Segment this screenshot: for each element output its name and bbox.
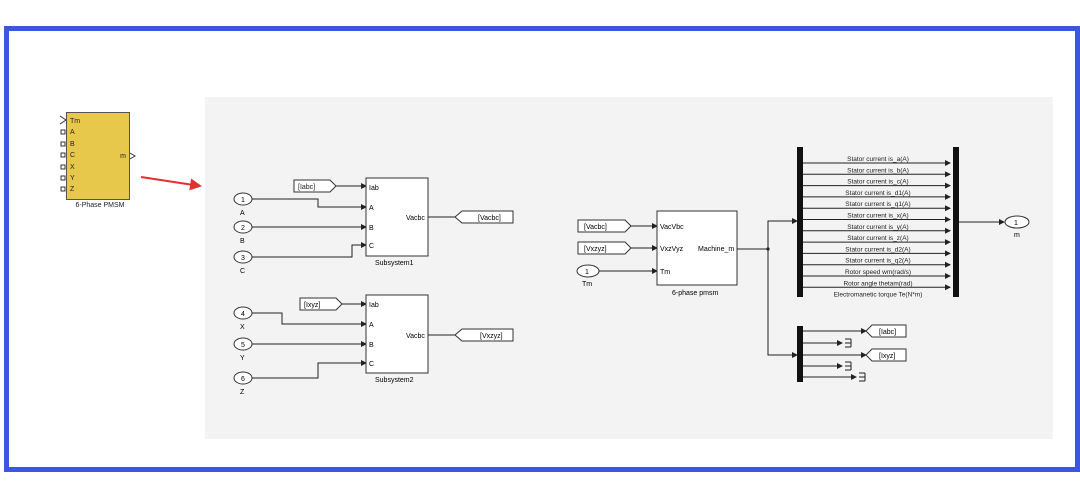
bus-signal-label: Stator current is_d2(A)	[845, 246, 910, 253]
outport-m-label: m	[1014, 232, 1020, 239]
ss1-port-a: A	[369, 205, 374, 212]
from-vacbc-label: [Vacbc]	[584, 224, 607, 231]
goto-vacbc-out-label: [Vacbc]	[478, 215, 501, 222]
bus-signal-label: Stator current is_d1(A)	[845, 190, 910, 197]
inport-6-num: 6	[241, 376, 245, 383]
pmsm-port-markers	[59, 115, 136, 192]
ss2-port-b: B	[369, 342, 374, 349]
goto-iabc-lower-label: [Iabc]	[879, 329, 896, 336]
ss1-port-c: C	[369, 243, 374, 250]
goto-ixyz-lower-label: [Ixyz]	[879, 353, 895, 360]
bus-signal-label: Stator current is_a(A)	[847, 156, 909, 163]
inport-1-label: A	[240, 210, 245, 217]
simulink-canvas	[205, 97, 1053, 439]
inport-5-num: 5	[241, 342, 245, 349]
pmsm-block[interactable]: Tm A B C X Y Z m	[66, 112, 130, 200]
pmsm6-block	[656, 210, 738, 286]
goto-vxzyz-out-label: [Vxzyz]	[480, 333, 503, 340]
terminator-icon	[845, 338, 852, 348]
bus-signal-label: Stator current is_q2(A)	[845, 258, 910, 265]
pmsm-port-b: B	[70, 141, 75, 148]
inport-3-label: C	[240, 268, 245, 275]
inport-4-label: X	[240, 324, 245, 331]
bus-selector-bar	[797, 147, 803, 297]
pmsm6-port-vac: VacVbc	[660, 224, 684, 231]
inport-4-num: 4	[241, 311, 245, 318]
inport-3-num: 3	[241, 255, 245, 262]
ss1-port-b: B	[369, 225, 374, 232]
inport-tm-label: Tm	[582, 281, 592, 288]
pmsm-port-c: C	[70, 152, 76, 159]
pmsm6-port-machine: Machine_m	[698, 246, 734, 253]
red-pointer-arrow	[140, 176, 202, 191]
bus-signal-label: Electromanetic torque Te(N*m)	[834, 292, 923, 299]
inport-2-label: B	[240, 238, 245, 245]
ss1-port-vacbc: Vacbc	[406, 215, 425, 222]
bus-signal-label: Stator current is_y(A)	[847, 224, 908, 231]
bus-signal-label: Rotor speed wm(rad/s)	[845, 269, 911, 276]
ss2-port-c: C	[369, 361, 374, 368]
inport-2-num: 2	[241, 225, 245, 232]
outport-m-num: 1	[1014, 220, 1018, 227]
ss2-port-vacbc: Vacbc	[406, 333, 425, 340]
pmsm-port-y: Y	[70, 175, 75, 182]
subsystem1-caption: Subsystem1	[375, 260, 414, 267]
bus-signal-label: Stator current is_z(A)	[847, 235, 908, 242]
lower-bus-bar	[797, 326, 803, 382]
goto-ixyz-in-label: [Ixyz]	[304, 302, 320, 309]
pmsm-port-a: A	[70, 129, 75, 136]
goto-iabc-in	[293, 179, 337, 193]
bus-signal-label: Stator current is_c(A)	[847, 179, 908, 186]
bus-signal-label: Rotor angle thetam(rad)	[843, 280, 912, 287]
subsystem1-group[interactable]: [Iabc] 1 A 2 B 3 C Iab A B C Vacbc Subsy…	[233, 177, 514, 275]
from-vxzyz	[577, 241, 632, 255]
goto-iabc-lower	[865, 324, 907, 338]
bus-signal-label: Stator current is_b(A)	[847, 167, 909, 174]
outport-m	[1004, 215, 1030, 229]
pmsm6-caption: 6-phase pmsm	[672, 290, 718, 297]
ss1-port-iab: Iab	[369, 185, 379, 192]
inport-6-label: Z	[240, 389, 245, 396]
pmsm6-port-vxz: VxzVyz	[660, 246, 684, 253]
pmsm-caption: 6-Phase PMSM	[75, 202, 125, 209]
lower-bus-group[interactable]: [Iabc] [Ixyz]	[797, 324, 907, 382]
bus-signal-label: Stator current is_x(A)	[847, 213, 908, 220]
pmsm-port-z: Z	[70, 186, 75, 193]
goto-ixyz-lower	[865, 348, 907, 362]
subsystem1-block	[365, 177, 429, 257]
inport-1-num: 1	[241, 197, 245, 204]
subsystem2-block	[365, 294, 429, 374]
subsystem2-caption: Subsystem2	[375, 377, 414, 384]
goto-ixyz-in	[299, 297, 343, 311]
goto-iabc-in-label: [Iabc]	[298, 184, 315, 191]
bus-creator-bar	[953, 147, 959, 297]
pmsm6-group[interactable]: [Vacbc] [Vxzyz] 1 Tm VacVbc VxzVyz Tm Ma…	[576, 210, 798, 358]
bus-signal-label: Stator current is_q1(A)	[845, 201, 910, 208]
ss2-port-a: A	[369, 322, 374, 329]
from-vacbc	[577, 219, 632, 233]
bus-group[interactable]: Stator current is_a(A) Stator current is_…	[797, 147, 1030, 299]
pmsm6-port-tm: Tm	[660, 269, 670, 276]
ss2-port-iab: Iab	[369, 302, 379, 309]
terminator-icon	[845, 361, 852, 371]
subsystem2-group[interactable]: [Ixyz] 4 X 5 Y 6 Z Iab A B C Vacbc Subsy…	[233, 294, 514, 396]
from-vxzyz-label: [Vxzyz]	[584, 246, 607, 253]
pmsm-port-x: X	[70, 164, 75, 171]
inport-tm-num: 1	[585, 269, 589, 276]
terminator-icon	[859, 372, 866, 382]
pmsm-port-m: m	[120, 153, 126, 160]
pmsm-port-tm: Tm	[70, 118, 81, 125]
goto-vxzyz-out	[454, 328, 514, 342]
goto-vacbc-out	[454, 210, 514, 224]
inport-5-label: Y	[240, 355, 245, 362]
